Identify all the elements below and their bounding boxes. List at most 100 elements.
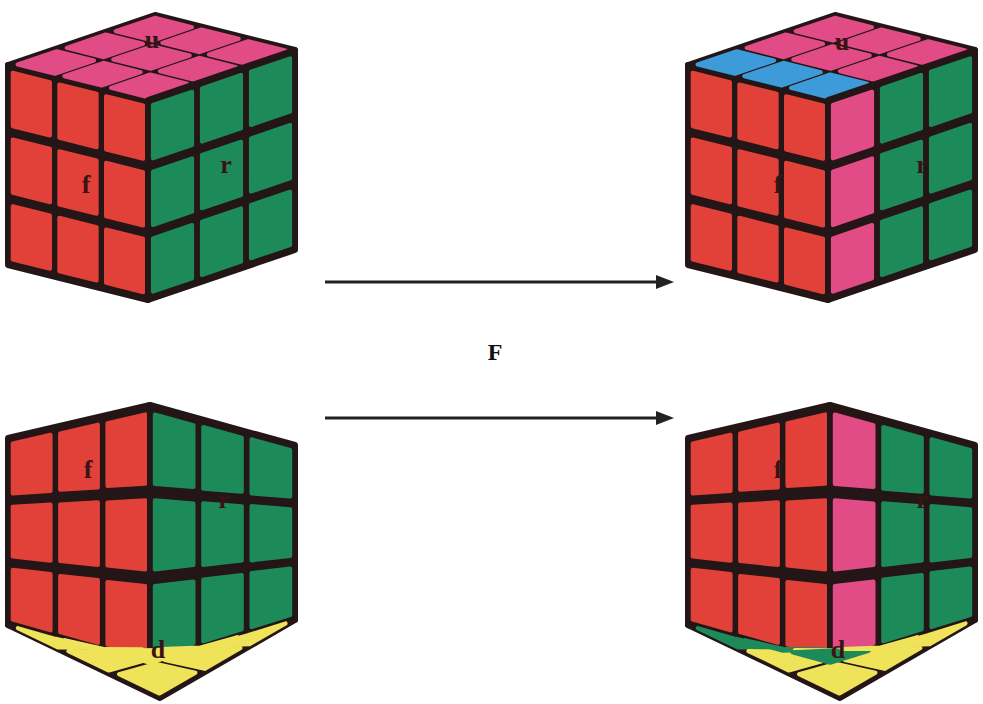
cube-sticker bbox=[60, 576, 98, 643]
cube-sticker bbox=[932, 506, 971, 560]
face-letter: r bbox=[218, 487, 230, 513]
cube-face bbox=[8, 405, 150, 665]
face-letter: d bbox=[831, 637, 845, 663]
cube-sticker bbox=[202, 75, 241, 142]
cube-face bbox=[830, 405, 975, 665]
cube-sticker bbox=[210, 623, 285, 645]
cube-sticker bbox=[693, 570, 731, 631]
face-letter: u bbox=[145, 27, 159, 53]
face-letter: r bbox=[220, 152, 232, 178]
cube-sticker bbox=[883, 575, 922, 641]
cube-sticker bbox=[833, 92, 872, 159]
cube-face bbox=[688, 405, 830, 665]
cube-sticker bbox=[153, 158, 192, 225]
cube-sticker bbox=[932, 439, 971, 496]
cube-sticker bbox=[787, 414, 825, 486]
cube-sticker bbox=[739, 218, 776, 281]
cube-sticker bbox=[693, 206, 730, 269]
face-letter: u bbox=[835, 29, 849, 55]
cube-sticker bbox=[833, 225, 872, 292]
cube-sticker bbox=[106, 96, 143, 159]
cube-sticker bbox=[60, 425, 98, 490]
cube-sticker bbox=[932, 569, 971, 628]
cube-face bbox=[8, 65, 148, 300]
cube-sticker bbox=[106, 163, 143, 226]
cube-face bbox=[150, 405, 295, 665]
cube-sticker bbox=[883, 427, 922, 492]
cube-face bbox=[828, 50, 975, 300]
cube-sticker bbox=[153, 92, 192, 159]
cube-sticker bbox=[13, 435, 51, 494]
cube-sticker bbox=[60, 502, 98, 565]
cube-sticker bbox=[13, 206, 50, 269]
face-letter: r bbox=[916, 152, 928, 178]
cube-sticker bbox=[13, 140, 50, 203]
cube-sticker bbox=[155, 415, 194, 488]
cube-sticker bbox=[106, 230, 143, 293]
cube-sticker bbox=[740, 425, 778, 490]
cube-sticker bbox=[786, 163, 823, 226]
cube-sticker bbox=[13, 570, 51, 631]
face-letter: f bbox=[82, 172, 91, 198]
cube-sticker bbox=[13, 504, 51, 560]
cube-sticker bbox=[59, 218, 96, 281]
cube-face bbox=[688, 65, 828, 300]
arrow-head bbox=[656, 275, 674, 289]
cube-sticker bbox=[203, 575, 242, 641]
cube-sticker bbox=[203, 427, 242, 492]
cube-sticker bbox=[739, 151, 776, 214]
move-arrows bbox=[325, 275, 674, 425]
face-letter: r bbox=[916, 487, 928, 513]
cube-sticker bbox=[739, 85, 776, 148]
cube-face bbox=[148, 50, 295, 300]
cube-sticker bbox=[740, 502, 778, 565]
cube-sticker bbox=[882, 208, 921, 275]
cube-sticker bbox=[693, 504, 731, 560]
cube-sticker bbox=[251, 58, 290, 125]
cube-sticker bbox=[890, 623, 965, 645]
cube-sticker bbox=[107, 414, 145, 486]
cube-sticker bbox=[252, 439, 291, 496]
cube-sticker bbox=[835, 415, 874, 488]
cube-sticker bbox=[59, 151, 96, 214]
face-letter: f bbox=[774, 172, 783, 198]
cube-sticker bbox=[833, 158, 872, 225]
arrow-line bbox=[325, 281, 662, 284]
cube-sticker bbox=[112, 651, 189, 663]
cube-sticker bbox=[107, 582, 145, 656]
cube-sticker bbox=[202, 142, 241, 209]
cube-sticker bbox=[786, 230, 823, 293]
cubes bbox=[8, 15, 975, 698]
cube-sticker bbox=[202, 208, 241, 275]
cube-sticker bbox=[882, 75, 921, 142]
cube-sticker bbox=[107, 500, 145, 569]
cube-sticker bbox=[153, 225, 192, 292]
face-letter: f bbox=[774, 457, 783, 483]
face-letter: f bbox=[84, 457, 93, 483]
cube-sticker bbox=[786, 96, 823, 159]
cube-sticker bbox=[882, 142, 921, 209]
cube-sticker bbox=[931, 125, 970, 192]
cube-sticker bbox=[13, 73, 50, 136]
cube-sticker bbox=[787, 500, 825, 569]
cube-sticker bbox=[251, 192, 290, 259]
face-letter: d bbox=[151, 637, 165, 663]
cube-sticker bbox=[799, 664, 876, 694]
cube-sticker bbox=[252, 569, 291, 628]
cube-sticker bbox=[693, 140, 730, 203]
cube-sticker bbox=[693, 435, 731, 494]
cube-sticker bbox=[693, 73, 730, 136]
cube-face bbox=[688, 620, 975, 698]
cube-sticker bbox=[883, 503, 922, 565]
cube-sticker bbox=[251, 125, 290, 192]
cube-sticker bbox=[740, 576, 778, 643]
cube-sticker bbox=[252, 506, 291, 560]
arrow-line bbox=[325, 417, 662, 420]
cube-face bbox=[8, 620, 295, 698]
cube-sticker bbox=[155, 500, 194, 569]
cube-sticker bbox=[59, 85, 96, 148]
move-name: F bbox=[488, 340, 503, 364]
arrow-head bbox=[656, 411, 674, 425]
cube-sticker bbox=[835, 500, 874, 569]
